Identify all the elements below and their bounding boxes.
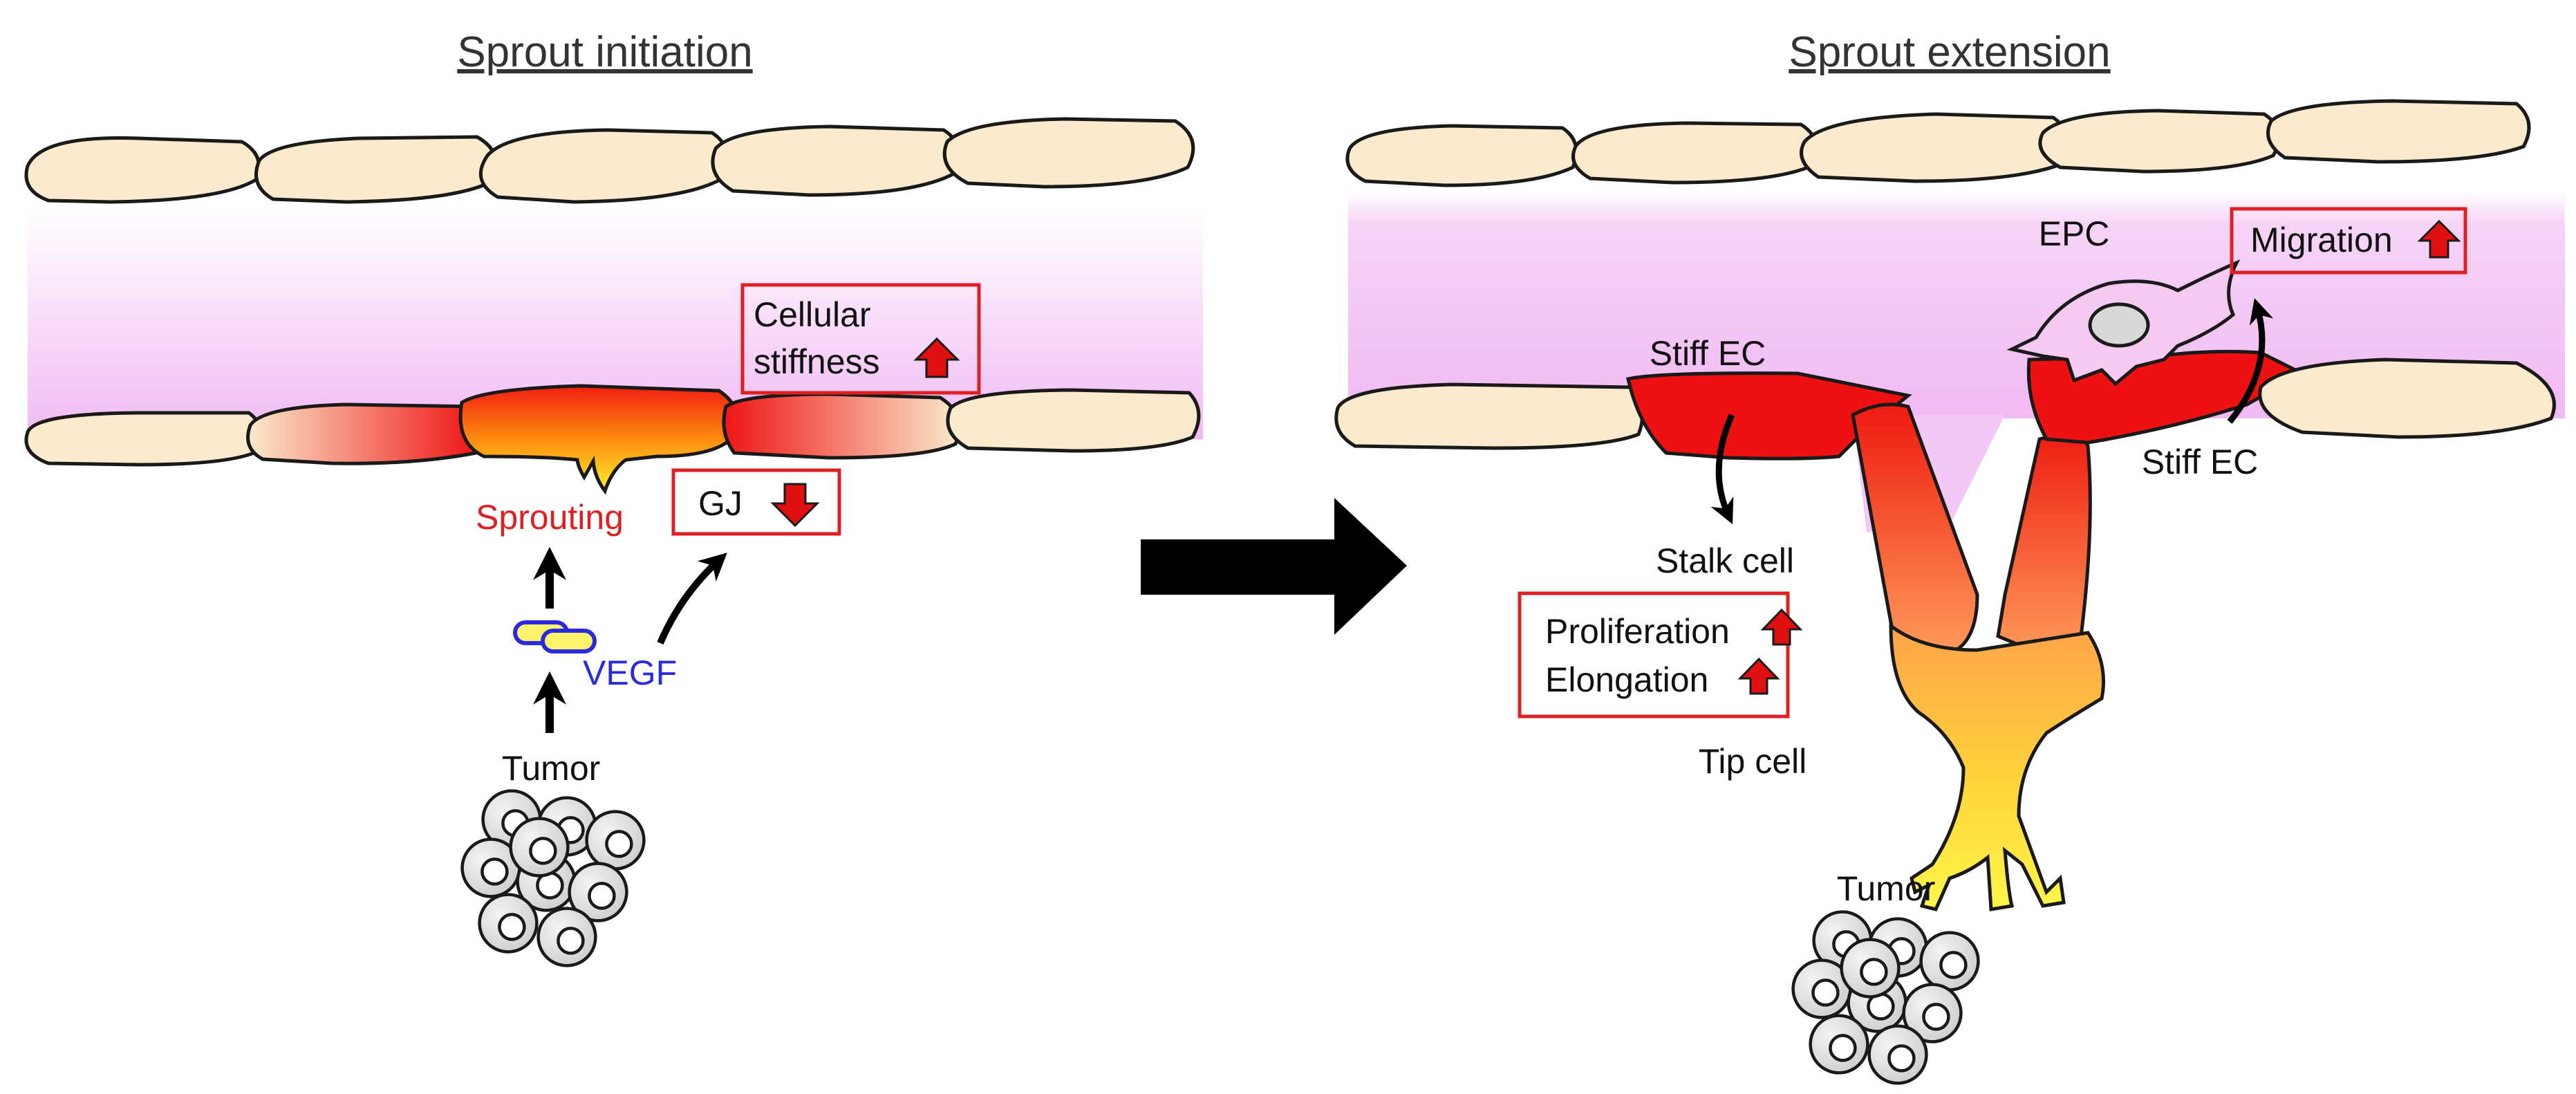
label-stalk-cell: Stalk cell [1656,541,1794,580]
label-epc: EPC [2039,214,2110,253]
tumor-cluster-left [463,791,644,966]
red-up-arrow-icon [1737,657,1780,695]
label-stiff-ec-right: Stiff EC [2142,443,2259,481]
vegf-molecule-icon [513,620,597,653]
label-tumor-right: Tumor [1837,869,1936,908]
red-down-arrow-icon [770,483,820,528]
tip-cell [1889,622,2105,911]
label-gj: GJ [698,484,743,523]
stiff-ec-right-cell [2026,349,2306,445]
stalk-cell-right [1996,427,2092,656]
label-proliferation: Proliferation [1545,612,1730,651]
top-endothelial-row-right [1345,99,2531,187]
epc-cell [2006,259,2241,387]
proliferation-elongation-box [1518,591,1790,718]
red-up-arrow-icon [913,337,960,378]
panel-title-sprout-extension: Sprout extension [1789,28,2110,76]
bottom-ec-left [1334,382,1645,450]
label-tip-cell: Tip cell [1699,742,1807,781]
panel-title-sprout-initiation: Sprout initiation [457,28,752,76]
label-migration: Migration [2250,221,2393,259]
label-elongation: Elongation [1545,660,1708,699]
label-sprouting: Sprouting [476,498,624,537]
label-tumor-left: Tumor [502,749,601,788]
label-stiff-ec-left: Stiff EC [1650,334,1766,373]
tumor-cluster-right [1793,912,1979,1084]
arrow-vegf-to-gj [657,553,727,645]
label-vegf: VEGF [583,653,677,692]
arrow-stiff-ec-to-stalk [1710,414,1735,525]
label-stiffness: stiffness [754,342,880,381]
arrow-stiff-ec-to-migration [2227,298,2274,424]
bottom-ec-right [2258,358,2556,439]
cellular-stiffness-box [740,283,981,395]
gj-box [671,468,841,536]
label-cellular: Cellular [754,295,871,334]
panel-sprout-extension: Sprout extension EPC [1334,28,2565,1084]
panel-sprout-initiation: Sprout initiation Cellular stiffness GJ [24,28,1203,966]
stiff-ec-left-cell [1626,371,1912,461]
migration-box [2230,207,2467,275]
red-up-arrow-icon [1760,608,1803,646]
red-up-arrow-icon [2417,219,2461,259]
black-right-arrow-icon [1141,498,1407,635]
top-endothelial-row [24,117,1195,204]
bottom-endothelial-row [24,384,1201,495]
